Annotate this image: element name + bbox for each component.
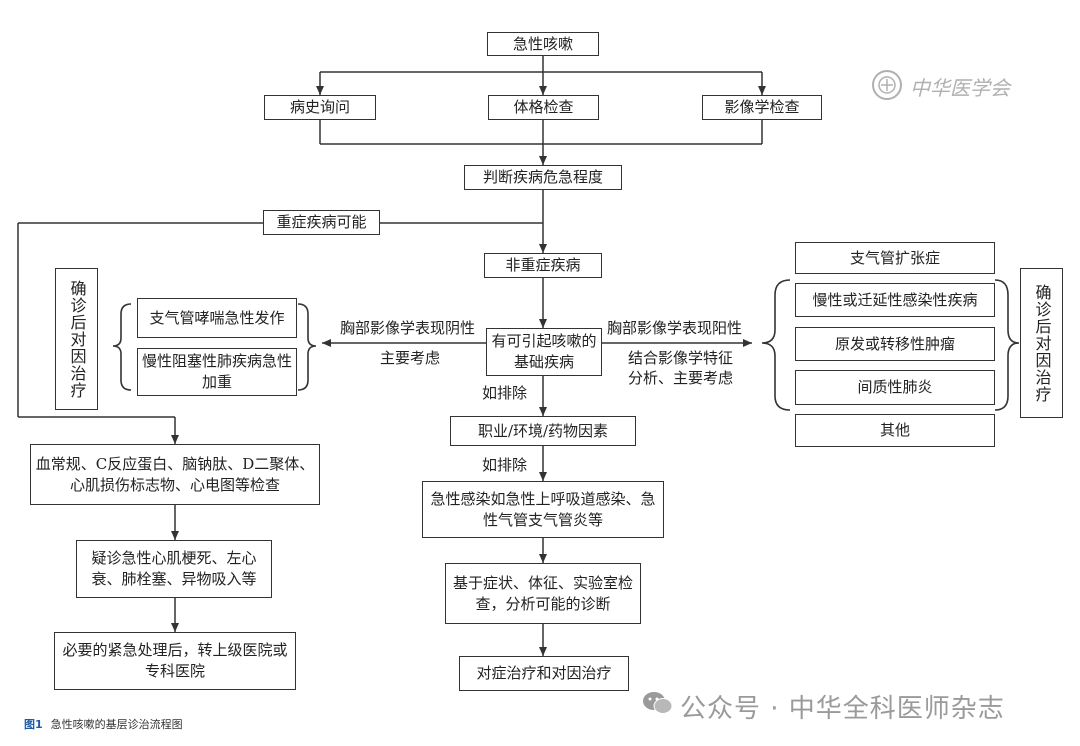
node-non-severe: 非重症疾病 <box>484 253 602 278</box>
seal-icon <box>872 70 902 100</box>
node-interstitial: 间质性肺炎 <box>795 370 995 405</box>
node-imaging-exam: 影像学检查 <box>702 95 822 120</box>
node-emergency-transfer: 必要的紧急处理后，转上级医院或专科医院 <box>54 632 296 690</box>
node-bronchiectasis: 支气管扩张症 <box>795 242 995 274</box>
label-negative-imaging: 胸部影像学表现阴性 <box>340 319 476 337</box>
node-asthma: 支气管哮喘急性发作 <box>137 298 297 338</box>
node-chronic-infection: 慢性或迁延性感染性疾病 <box>795 283 995 317</box>
figure-caption: 图1 急性咳嗽的基层诊治流程图 <box>24 716 183 732</box>
node-occupational: 职业/环境/药物因素 <box>450 416 636 446</box>
node-confirm-right: 确诊后对因治疗 <box>1020 268 1063 418</box>
label-combine-features: 结合影像学特征 <box>628 349 734 367</box>
wechat-icon <box>641 689 675 721</box>
node-other: 其他 <box>795 414 995 447</box>
watermark-text: 公众号 · 中华全科医师杂志 <box>680 694 1005 724</box>
node-history: 病史询问 <box>264 95 376 120</box>
seal-text: 中华医学会 <box>910 76 1010 100</box>
label-positive-imaging: 胸部影像学表现阳性 <box>607 319 743 337</box>
node-acute-infection: 急性感染如急性上呼吸道感染、急性气管支气管炎等 <box>422 481 664 538</box>
node-treatment: 对症治疗和对因治疗 <box>459 656 629 691</box>
node-severity: 判断疾病危急程度 <box>464 165 622 190</box>
label-analyze-consider: 分析、主要考虑 <box>628 369 734 387</box>
node-copd: 慢性阻塞性肺疾病急性加重 <box>137 348 297 396</box>
label-main-consider: 主要考虑 <box>380 349 441 367</box>
node-suspect-mi: 疑诊急性心肌梗死、左心衰、肺栓塞、异物吸入等 <box>76 540 272 598</box>
node-acute-cough: 急性咳嗽 <box>487 32 599 56</box>
node-severe-possible: 重症疾病可能 <box>263 210 380 235</box>
label-exclude-2: 如排除 <box>482 456 528 474</box>
node-physical-exam: 体格检查 <box>488 95 599 120</box>
node-tumor: 原发或转移性肿瘤 <box>795 327 995 361</box>
node-confirm-left: 确诊后对因治疗 <box>55 268 98 410</box>
figure-number: 图1 <box>24 718 43 731</box>
label-exclude-1: 如排除 <box>482 384 528 402</box>
node-blood-tests: 血常规、C反应蛋白、脑钠肽、D二聚体、心肌损伤标志物、心电图等检查 <box>30 444 320 505</box>
seal-logo <box>870 68 904 106</box>
node-underlying-disease: 有可引起咳嗽的基础疾病 <box>486 328 602 376</box>
figure-title: 急性咳嗽的基层诊治流程图 <box>50 718 183 731</box>
node-diagnosis-analysis: 基于症状、体征、实验室检查，分析可能的诊断 <box>445 563 641 624</box>
